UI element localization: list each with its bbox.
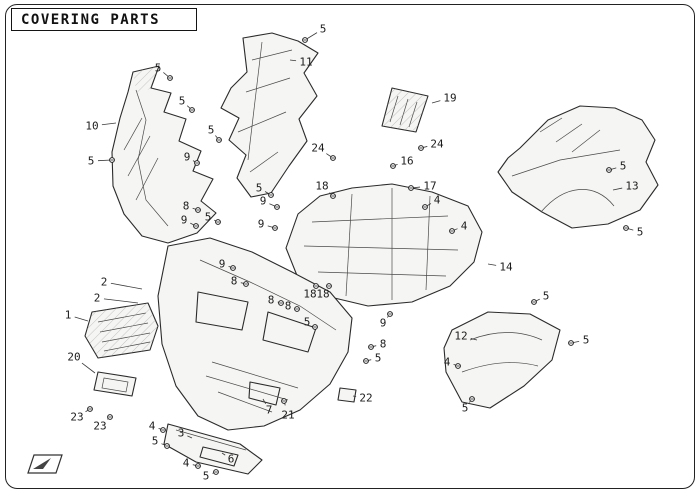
- leader-line-11: [289, 59, 297, 62]
- brand-logo-frame: [27, 454, 63, 474]
- part-2-slat: [205, 375, 289, 401]
- part-2-crease: [199, 259, 337, 331]
- leader-line-13: [612, 187, 623, 191]
- part-2-headlight-opening-right: [262, 311, 317, 353]
- part-12-crease: [469, 332, 543, 341]
- part-7-small-bracket: [248, 381, 281, 406]
- part-12-right-lower-panel: [443, 311, 561, 409]
- part-10-detail: [123, 117, 143, 151]
- leader-line-12: [470, 338, 478, 341]
- leader-line-20: [81, 362, 96, 374]
- part-3-crease: [175, 429, 247, 451]
- part-detail-lines: [85, 41, 621, 451]
- part-14-rib: [311, 215, 449, 223]
- parts-outlines: [84, 32, 659, 475]
- part-2-slat: [217, 391, 273, 413]
- part-1-hatch-overlay: [85, 303, 158, 358]
- part-12-crease: [461, 362, 539, 373]
- brand-arrow-icon: [33, 458, 51, 469]
- part-14-rib: [317, 271, 447, 277]
- fasteners: [87, 37, 629, 475]
- leader-line-14: [487, 263, 497, 266]
- part-19-hatch-overlay: [382, 88, 428, 132]
- leader-line-6: [221, 452, 226, 456]
- leader-line-1: [74, 316, 89, 322]
- part-11-detail: [249, 151, 279, 173]
- leader-line-3: [187, 435, 193, 439]
- page-title: COVERING PARTS: [21, 11, 161, 28]
- part-10-detail: [135, 89, 169, 227]
- part-13-front-right-side-panel: [497, 105, 659, 229]
- part-11-detail: [245, 77, 291, 93]
- part-13-detail: [511, 149, 621, 177]
- part-13-detail: [555, 123, 583, 143]
- leader-lines: [74, 32, 634, 474]
- part-11-detail: [251, 49, 293, 61]
- part-2-headlight-opening-left: [195, 291, 249, 331]
- leader-line-19: [431, 100, 441, 104]
- part-14-rib: [425, 195, 431, 291]
- leader-line-7: [262, 398, 266, 405]
- leader-line-2: [103, 298, 139, 304]
- part-10-hatch-overlay: [133, 66, 159, 96]
- part-11-front-top-panel: [220, 32, 319, 198]
- part-2-front-bumper-fascia: [157, 237, 353, 431]
- part-13-detail: [571, 129, 601, 153]
- brand-arrow-logo-svg: [27, 454, 63, 474]
- brand-logo: [22, 451, 66, 481]
- part-11-detail: [247, 41, 263, 161]
- part-20-bracket-plate: [93, 371, 137, 397]
- part-13-wheel-arch: [540, 189, 615, 213]
- part-13-detail: [539, 117, 563, 133]
- part-10-detail: [127, 135, 151, 177]
- leader-line-10: [101, 122, 117, 126]
- part-6-trim-piece: [199, 446, 239, 467]
- part-10-front-left-side-panel: [111, 65, 217, 244]
- part-20-inner: [101, 377, 129, 393]
- part-14-rib: [345, 193, 353, 297]
- part-11-detail: [237, 111, 287, 133]
- part-14-rib: [303, 245, 459, 251]
- title-box: COVERING PARTS: [11, 8, 197, 31]
- part-22-clip: [337, 387, 357, 403]
- leader-line-2: [110, 282, 143, 290]
- part-2-slat: [211, 361, 299, 389]
- part-10-detail: [135, 157, 159, 201]
